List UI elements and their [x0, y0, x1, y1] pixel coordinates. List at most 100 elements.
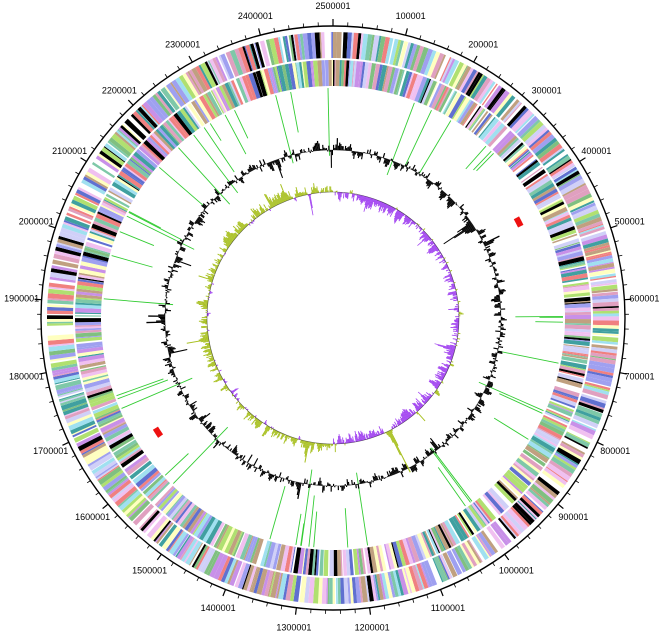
gc-content-bar: [457, 428, 460, 430]
gc-skew-bar: [365, 197, 370, 208]
trna-feature: [308, 495, 315, 547]
forward-gene: [541, 470, 566, 489]
minor-tick: [183, 570, 187, 574]
gc-content-bar: [191, 226, 194, 230]
position-label: 2500001: [315, 1, 350, 11]
gc-skew-bar: [209, 357, 214, 360]
reverse-gene: [564, 319, 591, 324]
reverse-gene: [334, 60, 336, 87]
reverse-gene: [113, 178, 138, 196]
reverse-gene: [263, 541, 273, 567]
gc-skew-bar: [398, 418, 402, 424]
gc-skew-bar: [219, 247, 227, 252]
gc-skew-bar: [427, 245, 437, 252]
gc-skew-bar: [448, 308, 459, 310]
forward-gene: [446, 549, 463, 576]
forward-gene: [117, 489, 139, 508]
minor-tick: [515, 545, 520, 549]
reverse-gene: [460, 510, 477, 534]
reverse-gene: [154, 485, 175, 507]
gc-skew-bar: [251, 417, 257, 425]
gc-content-bar: [158, 304, 166, 307]
gc-content-bar: [494, 295, 500, 298]
gc-skew-bar: [288, 196, 291, 200]
reverse-gene: [213, 523, 228, 548]
gc-content-bar: [474, 408, 482, 414]
forward-gene: [490, 523, 509, 546]
forward-gene: [268, 571, 276, 598]
reverse-gene: [474, 501, 491, 523]
gc-content-bar: [161, 341, 167, 344]
gc-skew-bar: [394, 209, 399, 215]
reverse-gene: [166, 495, 186, 518]
forward-gene: [103, 146, 126, 163]
reverse-gene: [280, 545, 290, 572]
major-tick: [222, 589, 227, 597]
gc-skew-bar: [231, 388, 237, 393]
reverse-gene: [281, 64, 290, 91]
reverse-gene: [108, 433, 134, 450]
forward-gene: [591, 288, 618, 294]
reverse-gene: [564, 302, 591, 305]
forward-gene: [255, 41, 265, 68]
gc-skew-bar: [450, 286, 456, 289]
forward-gene: [516, 115, 539, 138]
forward-gene: [578, 401, 604, 414]
reverse-gene: [462, 510, 478, 533]
gc-content-bar: [426, 180, 430, 185]
forward-gene: [471, 535, 489, 561]
gc-content-bar: [327, 150, 329, 152]
forward-gene: [63, 219, 89, 231]
gc-content-bar: [213, 198, 218, 203]
gc-content-bar: [166, 282, 169, 285]
gc-content-bar: [496, 337, 500, 340]
gc-content-bar: [487, 375, 491, 378]
gc-skew-bar: [235, 400, 239, 404]
gc-content-bar: [290, 155, 292, 158]
gc-skew-bar: [418, 402, 424, 407]
forward-gene: [530, 131, 553, 151]
gc-content-bar: [429, 448, 434, 454]
reverse-gene: [473, 112, 492, 135]
reverse-gene: [168, 116, 188, 140]
gc-content-bar: [360, 478, 363, 484]
gc-content-bar: [485, 245, 491, 249]
reverse-gene: [268, 67, 278, 94]
gc-skew-bar: [271, 198, 277, 206]
gc-content-bar: [224, 189, 226, 191]
reverse-gene: [536, 428, 561, 443]
forward-gene: [183, 539, 199, 563]
gc-content-bar: [268, 474, 273, 481]
gc-content-bar: [266, 163, 270, 167]
gc-content-bar: [345, 485, 348, 488]
forward-gene: [245, 44, 257, 71]
gc-skew-bar: [453, 296, 458, 299]
reverse-gene: [476, 497, 497, 521]
gc-content-bar: [239, 458, 242, 462]
trna-feature: [164, 453, 189, 476]
gc-skew-bar: [437, 344, 456, 351]
gc-skew-bar: [435, 390, 440, 394]
forward-gene: [415, 46, 429, 73]
minor-tick: [446, 45, 450, 50]
reverse-gene: [227, 529, 242, 556]
gc-skew-bar: [447, 356, 453, 359]
reverse-gene: [224, 82, 239, 108]
gc-skew-bar: [256, 208, 262, 216]
forward-gene: [451, 548, 467, 573]
gc-content-bar: [488, 361, 495, 365]
gc-skew-bar: [444, 278, 453, 282]
reverse-gene: [360, 61, 366, 88]
gc-skew-bar: [217, 253, 224, 258]
gc-skew-bar: [298, 435, 301, 440]
forward-gene: [154, 521, 173, 543]
gc-content-bar: [423, 176, 425, 179]
reverse-gene: [558, 370, 585, 378]
reverse-gene: [135, 467, 158, 488]
gc-skew-bar: [421, 400, 426, 405]
gc-skew-bar: [389, 208, 396, 217]
gc-skew-bar: [308, 194, 314, 216]
forward-gene: [588, 360, 616, 369]
forward-gene: [587, 368, 614, 376]
forward-gene: [185, 71, 201, 96]
